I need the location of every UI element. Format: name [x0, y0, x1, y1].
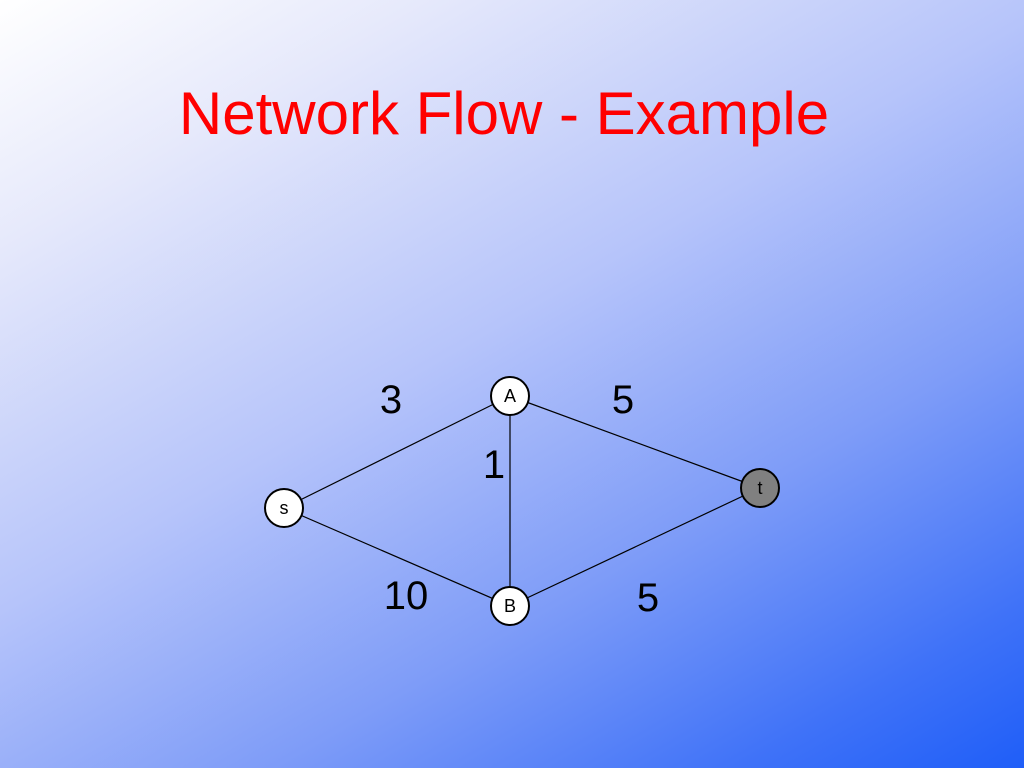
node-t-label: t: [757, 478, 762, 498]
capacity-label-A-t: 5: [612, 378, 634, 422]
node-s-circle: [264, 488, 304, 528]
node-B-circle: [490, 586, 530, 626]
node-B-label: B: [504, 596, 516, 616]
capacity-label-s-A: 3: [380, 378, 402, 422]
node-t: t: [740, 468, 780, 508]
edge-s-B: [283, 507, 511, 607]
edges-layer: 3 5 1 10 5: [283, 378, 761, 620]
capacity-label-s-B: 10: [384, 574, 429, 618]
node-B: B: [490, 586, 530, 626]
edge-B-t: [509, 487, 761, 607]
slide-title: Network Flow - Example: [178, 80, 830, 147]
node-A: A: [490, 376, 530, 416]
edge-s-A: [283, 395, 511, 509]
nodes-layer: s A Bt: [264, 376, 780, 626]
node-t-circle: [740, 468, 780, 508]
edge-A-t: [509, 395, 761, 489]
node-A-circle: [490, 376, 530, 416]
node-s: s: [264, 488, 304, 528]
node-A-label: A: [504, 386, 516, 406]
capacity-label-B-t: 5: [637, 576, 659, 620]
node-s-label: s: [280, 498, 289, 518]
capacity-label-A-B: 1: [483, 443, 505, 487]
